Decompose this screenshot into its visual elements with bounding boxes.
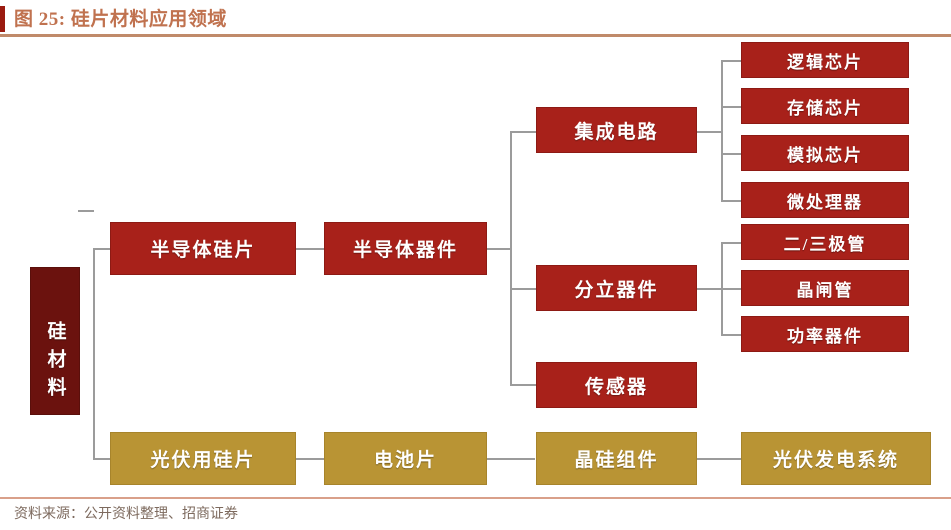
node-microprocessor[interactable]: 微处理器 (741, 182, 909, 218)
connector-pvwafer-to-cell (296, 458, 324, 460)
figure-header: 图 25: 硅片材料应用领域 (0, 0, 951, 37)
node-power-device[interactable]: 功率器件 (741, 316, 909, 352)
connector-disc-to-power (721, 334, 741, 336)
node-thyristor[interactable]: 晶闸管 (741, 270, 909, 306)
connector-ic-to-mpu (721, 200, 741, 202)
node-discrete-device[interactable]: 分立器件 (536, 265, 697, 311)
connector-disc-to-thyristor (721, 288, 741, 290)
connector-device-to-disc (510, 288, 536, 290)
connector-wafer-to-device (296, 248, 324, 250)
node-logic-chip[interactable]: 逻辑芯片 (741, 42, 909, 78)
connector-ic-to-analog (721, 153, 741, 155)
title-accent-bar (0, 6, 5, 32)
source-note: 资料来源：公开资料整理、招商证券 (14, 507, 238, 522)
footer-divider (0, 497, 951, 499)
connector-ic-to-logic (721, 60, 741, 62)
connector-module-to-system (697, 458, 741, 460)
node-pv-power-system[interactable]: 光伏发电系统 (741, 432, 931, 485)
connector-root-to-pvwafer (93, 458, 110, 460)
node-memory-chip[interactable]: 存储芯片 (741, 88, 909, 124)
node-semiconductor-device[interactable]: 半导体器件 (324, 222, 487, 275)
connector-device-vertical (510, 131, 512, 385)
node-sensor[interactable]: 传感器 (536, 362, 697, 408)
connector-ic-stem (697, 131, 723, 133)
node-pv-wafer[interactable]: 光伏用硅片 (110, 432, 296, 485)
page-title: 图 25: 硅片材料应用领域 (14, 9, 227, 30)
node-silicon-material[interactable]: 硅材料 (30, 267, 80, 415)
node-diode-transistor[interactable]: 二/三极管 (741, 224, 909, 260)
connector-disc-stem (697, 288, 723, 290)
connector-ic-vertical (721, 60, 723, 202)
connector-root-stem (78, 210, 94, 212)
connector-ic-to-memory (721, 106, 741, 108)
node-integrated-circuit[interactable]: 集成电路 (536, 107, 697, 153)
connector-device-stem (487, 248, 511, 250)
node-analog-chip[interactable]: 模拟芯片 (741, 135, 909, 171)
connector-cell-to-module (487, 458, 535, 460)
connector-root-vertical (93, 248, 95, 460)
connector-disc-to-diode (721, 242, 741, 244)
diagram-canvas: 硅材料 半导体硅片 光伏用硅片 半导体器件 电池片 集成电路 分立器件 传感器 … (0, 37, 951, 495)
connector-device-to-sensor (510, 384, 536, 386)
node-semiconductor-wafer[interactable]: 半导体硅片 (110, 222, 296, 275)
header-divider (0, 34, 951, 37)
node-solar-cell[interactable]: 电池片 (324, 432, 487, 485)
connector-root-to-wafer (93, 248, 110, 250)
node-crystalline-module[interactable]: 晶硅组件 (536, 432, 697, 485)
connector-device-to-ic (510, 131, 536, 133)
